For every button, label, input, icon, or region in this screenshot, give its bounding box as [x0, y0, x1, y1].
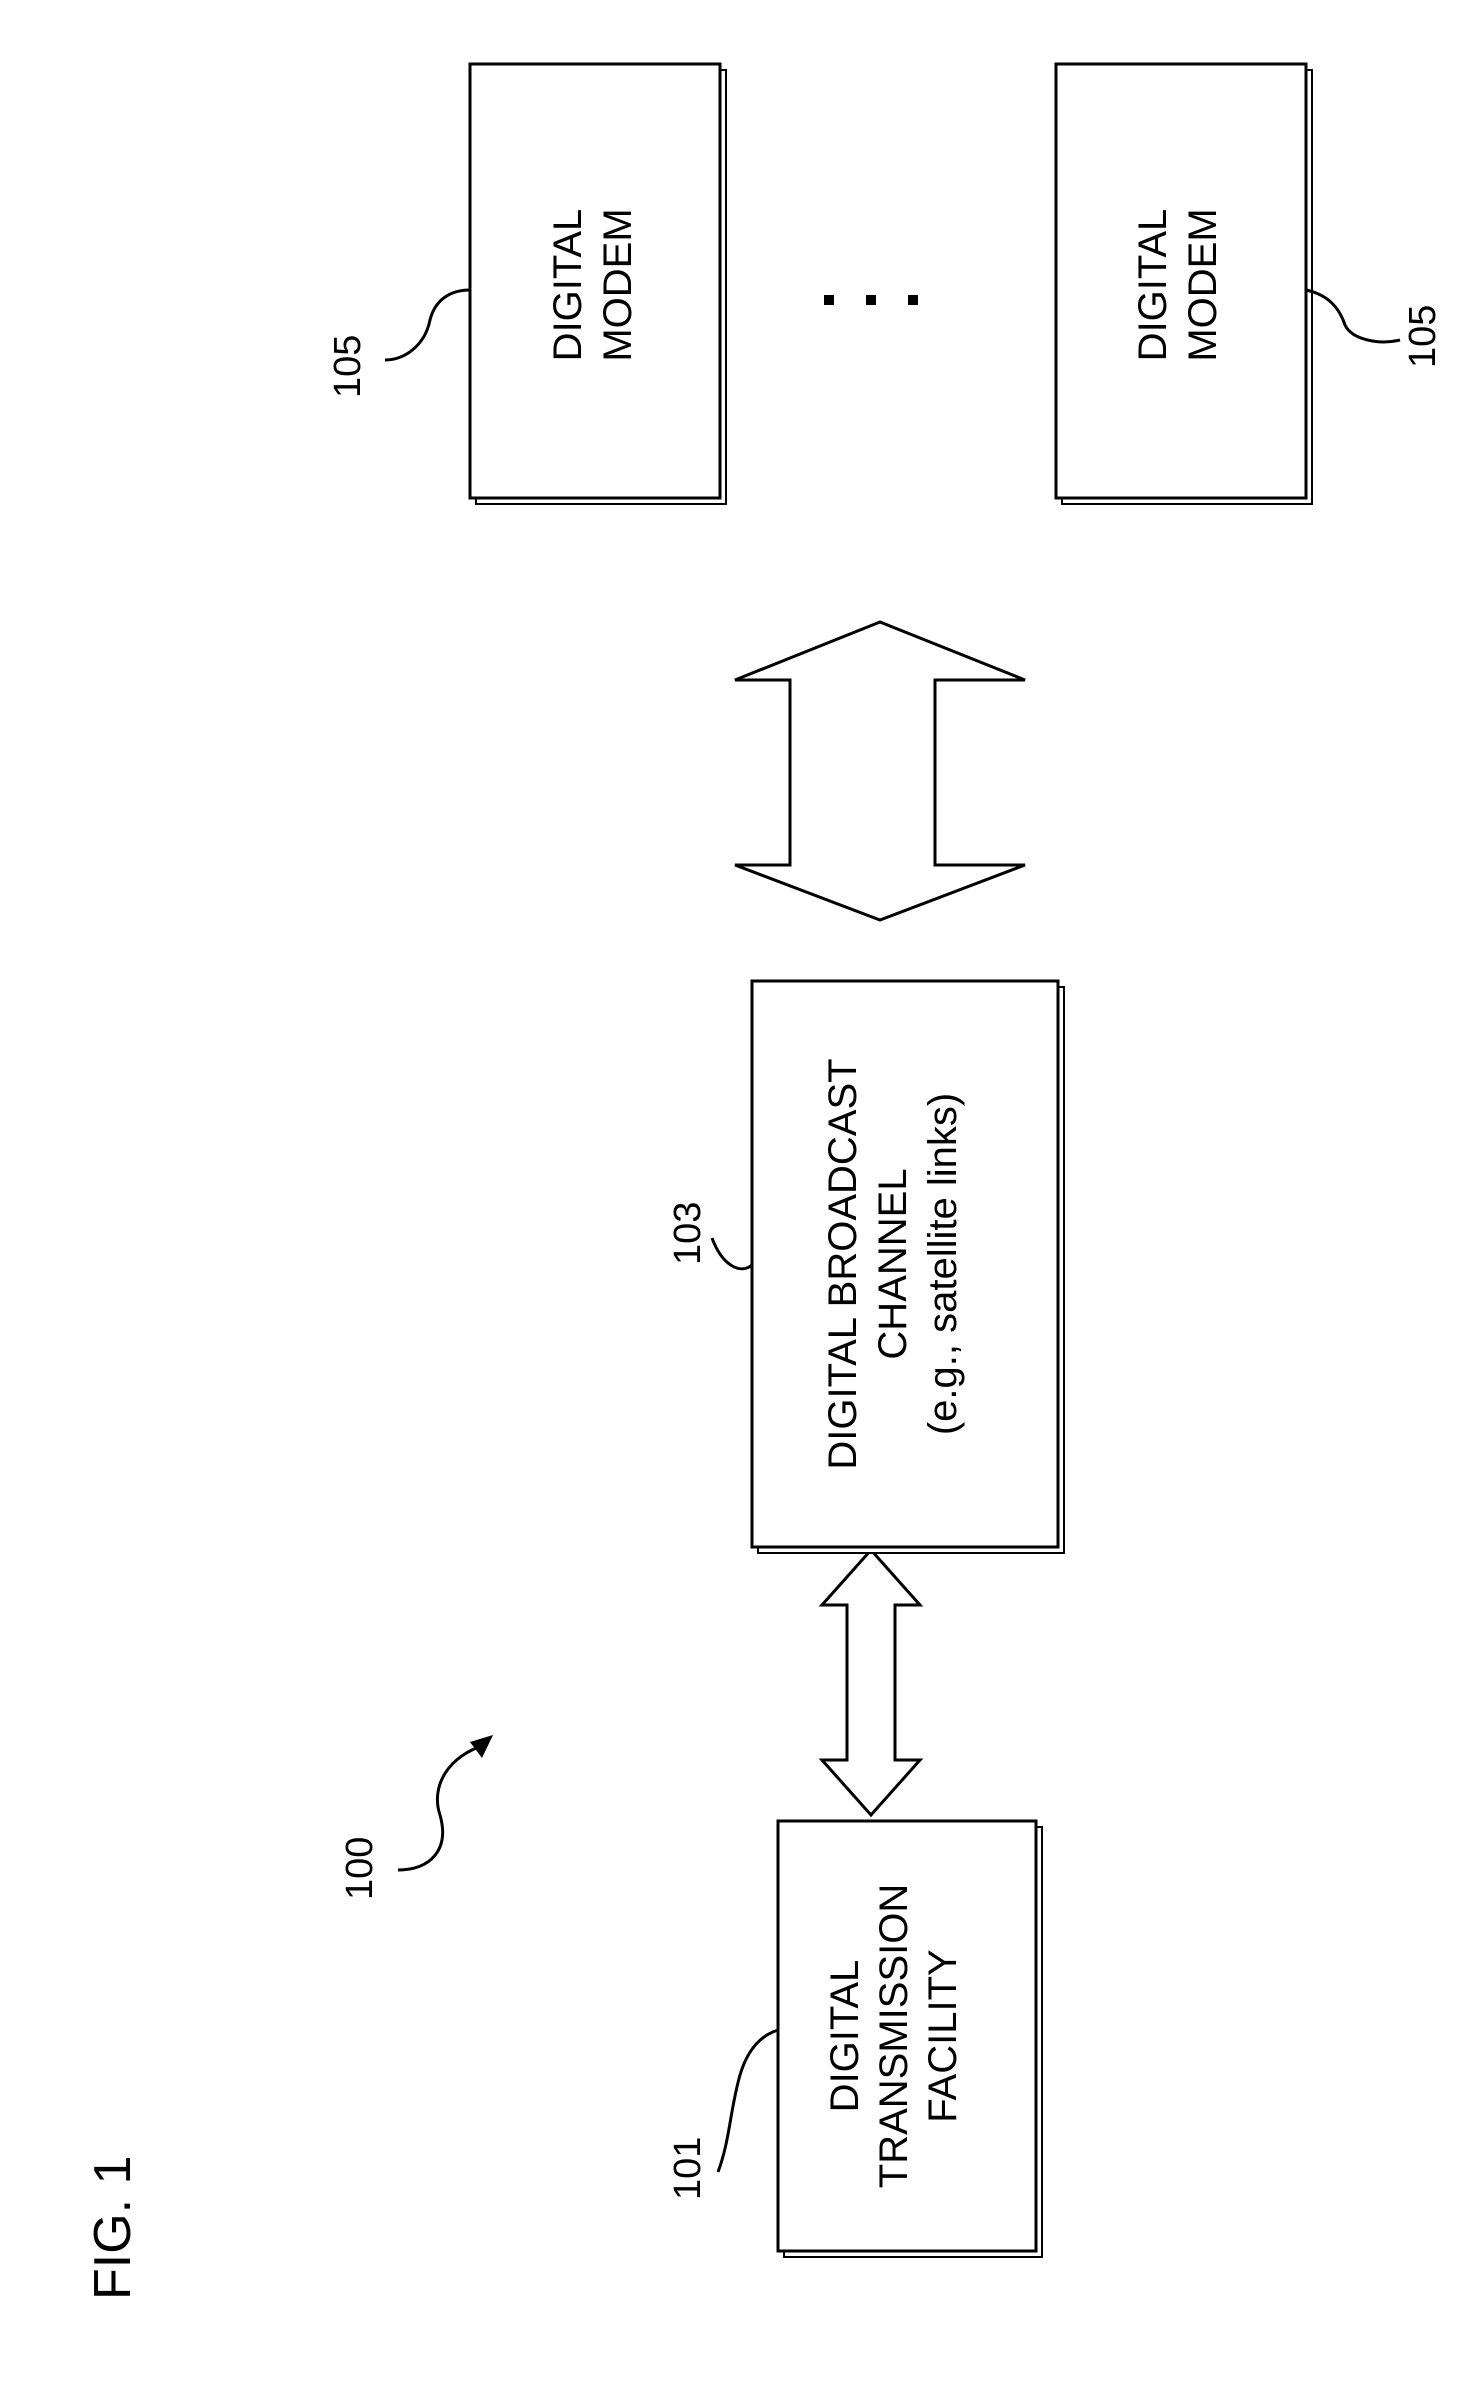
transmission-facility-leader: [718, 2030, 778, 2172]
modem-top-line-1: DIGITAL: [546, 209, 590, 362]
broadcast-channel-line-2: CHANNEL: [871, 1168, 915, 1359]
broadcast-channel-line-1: DIGITAL BROADCAST: [821, 1058, 865, 1469]
modem-bottom-line-1: DIGITAL: [1131, 209, 1175, 362]
modem-top-ref: 105: [327, 335, 369, 398]
system-ref-arrow: [398, 1735, 493, 1870]
ellipsis: [824, 295, 918, 305]
transmission-facility-box: DIGITAL TRANSMISSION FACILITY: [778, 1821, 1042, 2257]
broadcast-channel-ref: 103: [667, 1202, 709, 1265]
arrow-transmission-to-channel: [822, 1550, 920, 1815]
transmission-facility-line-3: FACILITY: [921, 1949, 965, 2122]
transmission-facility-ref: 101: [667, 2137, 709, 2200]
broadcast-channel-leader: [712, 1238, 752, 1269]
system-ref-label: 100: [339, 1837, 381, 1900]
modem-top-leader: [385, 290, 470, 360]
modem-top-line-2: MODEM: [596, 208, 640, 361]
broadcast-channel-box: DIGITAL BROADCAST CHANNEL (e.g., satelli…: [752, 981, 1064, 1553]
figure-caption: FIG. 1: [84, 2156, 142, 2300]
transmission-facility-line-1: DIGITAL: [823, 1960, 867, 2113]
modem-bottom-box: DIGITAL MODEM: [1056, 64, 1312, 504]
modem-bottom-line-2: MODEM: [1181, 208, 1225, 361]
modem-bottom-ref: 105: [1402, 305, 1444, 368]
modem-bottom-leader: [1306, 290, 1400, 342]
broadcast-channel-line-3: (e.g., satellite links): [921, 1093, 965, 1435]
arrow-channel-to-modems: [735, 622, 1025, 920]
modem-top-box: DIGITAL MODEM: [470, 64, 726, 504]
transmission-facility-line-2: TRANSMISSION: [872, 1884, 916, 2188]
